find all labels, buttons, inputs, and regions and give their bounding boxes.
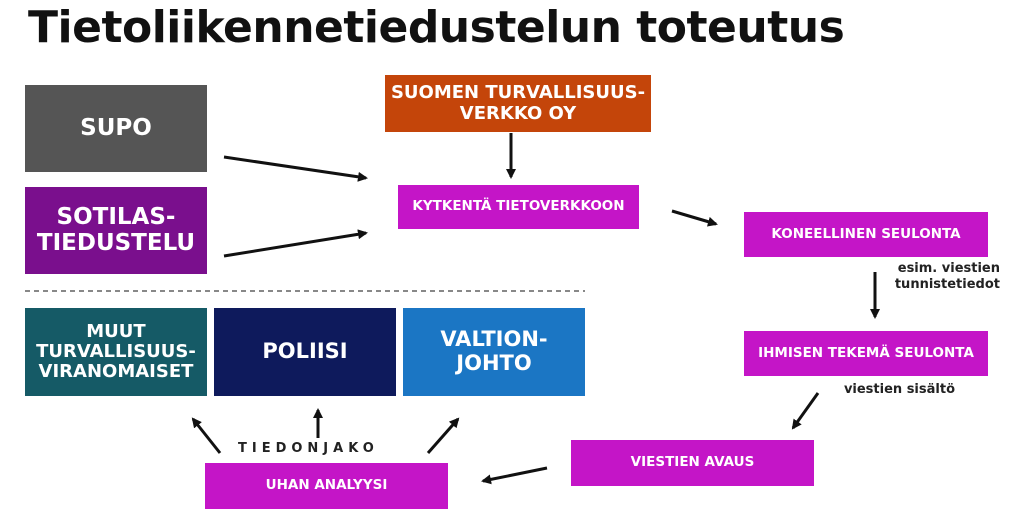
connection-box: KYTKENTÄ TIETOVERKKOON xyxy=(398,185,639,229)
machine-screening-box: KONEELLINEN SEULONTA xyxy=(744,212,988,257)
threat-analysis-box: UHAN ANALYYSI xyxy=(205,463,448,509)
arrow-to-government xyxy=(426,417,460,454)
message-opening-label: VIESTIEN AVAUS xyxy=(630,454,755,471)
human-screening-note: viestien sisältö xyxy=(843,382,955,397)
message-opening-box: VIESTIEN AVAUS xyxy=(571,440,814,486)
arrow-supo-to-connection xyxy=(223,155,368,182)
supo-label: SUPO xyxy=(80,114,152,141)
machine-screening-note: esim. viestien tunnistetiedot xyxy=(894,261,1000,292)
page-title: Tietoliikennetiedustelun toteutus xyxy=(28,2,845,53)
police-label: POLIISI xyxy=(262,339,348,364)
arrow-to-other-authorities xyxy=(191,417,222,454)
arrow-human-to-opening xyxy=(791,392,820,430)
military-intelligence-label: SOTILAS- TIEDUSTELU xyxy=(36,203,196,256)
supo-box: SUPO xyxy=(25,85,207,172)
other-authorities-box: MUUT TURVALLISUUS- VIRANOMAISET xyxy=(25,308,207,396)
machine-screening-label: KONEELLINEN SEULONTA xyxy=(771,225,961,242)
other-authorities-label: MUUT TURVALLISUUS- VIRANOMAISET xyxy=(36,320,196,383)
operator-label: SUOMEN TURVALLISUUS- VERKKO OY xyxy=(390,82,646,124)
arrow-opening-to-analysis xyxy=(481,466,548,485)
connection-label: KYTKENTÄ TIETOVERKKOON xyxy=(412,198,625,215)
government-box: VALTION- JOHTO xyxy=(403,308,585,396)
military-intelligence-box: SOTILAS- TIEDUSTELU xyxy=(25,187,207,274)
operator-box: SUOMEN TURVALLISUUS- VERKKO OY xyxy=(385,75,651,132)
arrow-military-to-connection xyxy=(223,229,368,258)
threat-analysis-label: UHAN ANALYYSI xyxy=(265,477,388,494)
government-label: VALTION- JOHTO xyxy=(440,327,548,375)
information-sharing-label: TIEDONJAKO xyxy=(238,441,379,456)
human-screening-label: IHMISEN TEKEMÄ SEULONTA xyxy=(758,344,974,361)
police-box: POLIISI xyxy=(214,308,396,396)
human-screening-box: IHMISEN TEKEMÄ SEULONTA xyxy=(744,331,988,376)
arrow-connection-to-machine xyxy=(671,209,718,227)
